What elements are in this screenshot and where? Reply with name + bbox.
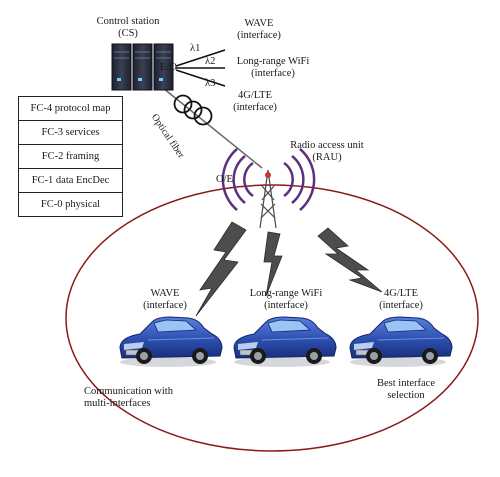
car-lte-label: 4G/LTE (interface) (368, 288, 434, 312)
fiber-coil-icon (173, 94, 213, 126)
control-station-server-icon (111, 43, 174, 91)
lambda-1-label: λ1 (190, 43, 201, 54)
car-wifi-icon (233, 316, 337, 368)
optical-fiber-line (157, 83, 263, 169)
car-interface-name: Long-range WiFi (249, 288, 323, 299)
oe-label: O/E (216, 174, 233, 185)
fc-layer-4: FC-4 protocol map (19, 97, 122, 121)
wavelength-lines (175, 49, 226, 87)
eo-label: E/O (160, 62, 177, 73)
rau-name: Radio access unit (290, 140, 364, 151)
fc-layer-0: FC-0 physical (40, 199, 101, 210)
car-wave-label: WAVE (interface) (130, 288, 200, 312)
lambda-2-label: λ2 (205, 56, 216, 67)
car-interface-sub: (interface) (379, 300, 423, 311)
interface-sub: (interface) (237, 30, 281, 41)
lambda-3-label: λ3 (205, 78, 216, 89)
note-line-2: multi-interfaces (84, 398, 151, 409)
lightning-bolt-icon (195, 221, 247, 317)
wireless-link-bolts (195, 221, 383, 317)
rau-antenna-tower-icon (259, 169, 277, 229)
control-station-label: Control station (CS) (90, 16, 166, 40)
lightning-bolt-icon (263, 231, 283, 297)
note-line-1: Best interface (376, 378, 435, 389)
car-interface-name: WAVE (150, 288, 180, 299)
rau-abbr: (RAU) (312, 152, 342, 163)
interface-name: WAVE (244, 18, 274, 29)
lightning-bolt-icon (317, 227, 383, 293)
interface-name: 4G/LTE (237, 90, 273, 101)
car-interface-name: 4G/LTE (383, 288, 419, 299)
car-interface-sub: (interface) (143, 300, 187, 311)
fc-protocol-stack: FC-4 protocol map FC-3 services FC-2 fra… (18, 96, 123, 217)
note-line-2: selection (387, 390, 425, 401)
control-station-name: Control station (96, 16, 160, 27)
car-wifi-label: Long-range WiFi (interface) (236, 288, 336, 312)
rau-label: Radio access unit (RAU) (274, 140, 380, 164)
communication-note: Communication with multi-interfaces (84, 386, 173, 410)
control-station-abbr: (CS) (118, 28, 138, 39)
fc-layer-3: FC-3 services (19, 121, 122, 145)
interface-wave-top-label: WAVE (interface) (220, 18, 298, 42)
rau-radio-waves (221, 148, 316, 211)
best-interface-note: Best interface selection (368, 378, 444, 402)
note-line-1: Communication with (84, 386, 173, 397)
car-interface-sub: (interface) (264, 300, 308, 311)
interface-sub: (interface) (251, 68, 295, 79)
interface-sub: (interface) (233, 102, 277, 113)
fc-layer-1: FC-1 data EncDec (19, 169, 122, 193)
car-wave-icon (119, 316, 223, 368)
interface-wifi-top-label: Long-range WiFi (interface) (222, 56, 324, 80)
interface-name: Long-range WiFi (236, 56, 310, 67)
interface-lte-top-label: 4G/LTE (interface) (222, 90, 288, 114)
fc-layer-2: FC-2 framing (19, 145, 122, 169)
car-lte-icon (349, 316, 453, 368)
coverage-ring (65, 184, 479, 452)
